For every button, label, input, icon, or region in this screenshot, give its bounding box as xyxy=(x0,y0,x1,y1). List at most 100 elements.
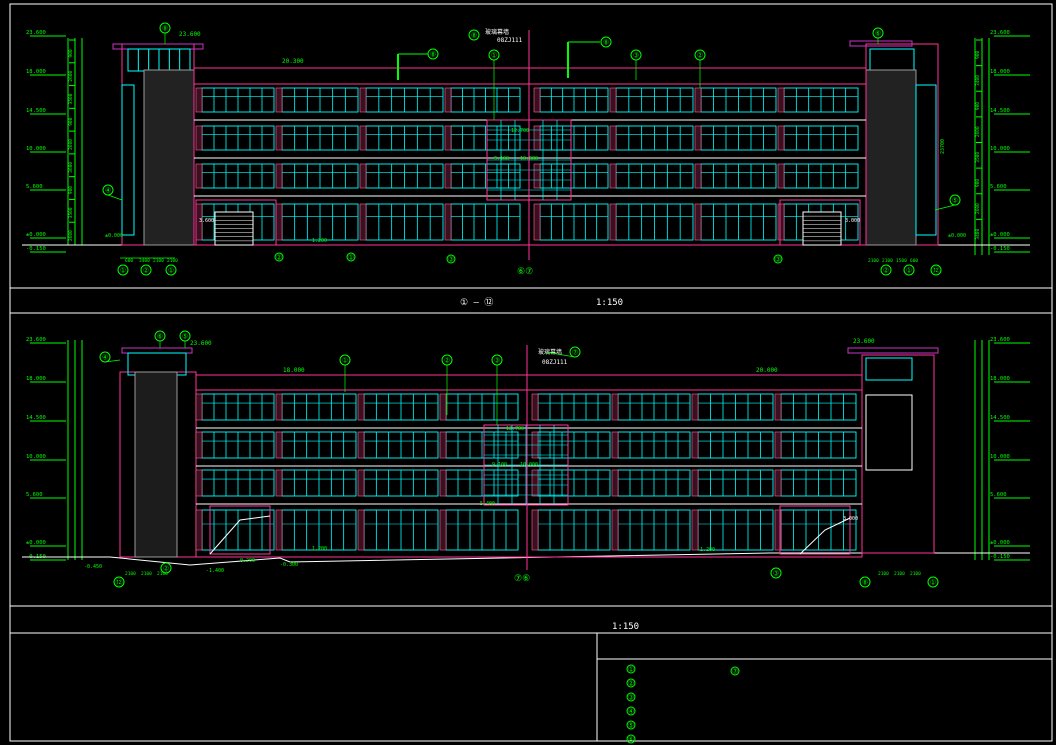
svg-text:23.600: 23.600 xyxy=(990,337,1010,343)
mid-level-2a: 12.700 xyxy=(506,426,524,432)
right-stair-tower xyxy=(849,40,939,246)
callout-bubble: ⑥ xyxy=(872,27,884,39)
right-level-column-2 xyxy=(974,340,990,560)
door-level-3: 3.000 xyxy=(845,218,860,224)
axis-bubble: ① xyxy=(903,264,915,276)
svg-text:①: ① xyxy=(120,267,126,275)
svg-text:②: ② xyxy=(883,267,889,275)
roof-level-2: 23.600 xyxy=(190,340,212,347)
parapet-left-2: 18.000 xyxy=(283,367,305,374)
axis-bubble: ⑧ xyxy=(859,576,871,588)
legend-bubble: ② xyxy=(626,678,636,688)
axis-dim: 1500 xyxy=(896,258,907,264)
elevation-1-axis-range: ① — ⑫ xyxy=(460,297,493,308)
right-level-marks-2: 23.60018.00014.50010.0005.600±0.000-0.15… xyxy=(990,337,1030,561)
curtain-label: 玻璃幕墙 xyxy=(485,28,509,36)
legend-bubble: ⑥ xyxy=(626,734,636,744)
storey-dim: 3500 xyxy=(68,93,74,104)
svg-text:⑧: ⑧ xyxy=(162,25,168,33)
svg-text:②: ② xyxy=(276,254,282,262)
svg-text:①: ① xyxy=(342,357,348,365)
storey-dim: 3500 xyxy=(68,207,74,218)
level-mark: 23.600 xyxy=(990,337,1030,344)
curtain-code-2: 08ZJ111 xyxy=(542,359,568,366)
callout-bubble: ④ xyxy=(99,351,111,363)
svg-text:④: ④ xyxy=(105,187,111,195)
callout-bubble: ⑧ xyxy=(159,22,171,34)
ground-2d: -1.400 xyxy=(206,568,224,574)
level-mark: 14.500 xyxy=(990,415,1030,422)
axis-dim: 2100 xyxy=(141,571,152,577)
svg-text:⑥: ⑥ xyxy=(628,736,634,744)
mid-level-2c: 10.000 xyxy=(520,462,538,468)
svg-text:③: ③ xyxy=(494,357,500,365)
level-mark: -0.150 xyxy=(990,246,1030,253)
svg-text:14.500: 14.500 xyxy=(990,415,1010,421)
ground-2c: -0.200 xyxy=(237,558,255,564)
level-mark: 5.600 xyxy=(990,184,1030,191)
level-mark: 5.600 xyxy=(26,184,66,191)
svg-text:14.500: 14.500 xyxy=(990,108,1010,114)
legend-bubble: ③ xyxy=(626,692,636,702)
svg-text:⑥: ⑥ xyxy=(875,30,881,38)
svg-text:5.600: 5.600 xyxy=(26,492,43,498)
roof-level-2r: 23.600 xyxy=(853,338,875,345)
curtain-wall-2 xyxy=(484,425,568,505)
axis-bubble: ③ xyxy=(773,254,783,264)
level-mark: 23.600 xyxy=(26,337,66,344)
mid-level-2d: 5.400 xyxy=(480,501,495,507)
axis-bubble: ① xyxy=(927,576,939,588)
axis-dim: 600 xyxy=(910,258,918,264)
axis-dim: 2100 xyxy=(910,571,921,577)
level-mark: 5.600 xyxy=(990,492,1030,499)
svg-text:5.600: 5.600 xyxy=(990,492,1007,498)
callout-bubble: ② xyxy=(441,354,453,366)
svg-text:①: ① xyxy=(628,666,634,674)
svg-text:③: ③ xyxy=(633,52,639,60)
axis-bubble: ② xyxy=(160,562,172,574)
level-mark: ±0.000 xyxy=(26,540,66,547)
callout-bubble: ⑧ xyxy=(600,36,612,48)
callout-bubble: ② xyxy=(694,49,706,61)
left-tower-2 xyxy=(119,347,197,558)
level-mark: 10.000 xyxy=(26,146,66,153)
mid-level-1: 12.700 xyxy=(511,128,529,134)
legend-bubble: ④ xyxy=(626,706,636,716)
mid-level-2b: 9.100 xyxy=(492,462,507,468)
level-mark: ±0.000 xyxy=(26,232,66,239)
svg-text:③: ③ xyxy=(773,570,779,578)
svg-text:④: ④ xyxy=(102,354,108,362)
level-mark: -0.150 xyxy=(990,554,1030,561)
ground-2e: 1.200 xyxy=(312,546,327,552)
storey-dim: 900 xyxy=(68,49,74,57)
svg-text:14.500: 14.500 xyxy=(26,415,46,421)
level-mark: 10.000 xyxy=(990,146,1030,153)
svg-text:10.000: 10.000 xyxy=(26,454,46,460)
window-bands xyxy=(195,87,859,241)
svg-text:18.000: 18.000 xyxy=(990,376,1010,382)
svg-text:±0.000: ±0.000 xyxy=(26,232,46,238)
svg-text:②: ② xyxy=(697,52,703,60)
legend-bubble: ⑤ xyxy=(626,720,636,730)
svg-text:10.000: 10.000 xyxy=(990,454,1010,460)
elevation-2-scale: 1:150 xyxy=(612,622,639,632)
storey-dim: 900 xyxy=(975,179,981,187)
left-stair-tower xyxy=(112,43,204,246)
axis-dim: 2100 xyxy=(868,258,879,264)
legend-bubble: ① xyxy=(626,664,636,674)
callout-bubble: ① xyxy=(339,354,351,366)
svg-text:①: ① xyxy=(930,579,936,587)
svg-text:①: ① xyxy=(491,52,497,60)
svg-text:-0.150: -0.150 xyxy=(26,246,46,252)
svg-text:③: ③ xyxy=(448,256,454,264)
axis-bubble: ② xyxy=(274,252,284,262)
storey-dim: 2600 xyxy=(68,70,74,81)
ground-2b: -0.300 xyxy=(280,562,298,568)
elevation-2: 23.600 18.000 14.500 10.000 5.600 ±0.000 -0.15… xyxy=(22,330,1030,632)
axis-bubble: ③ xyxy=(770,567,782,579)
storey-dim: 900 xyxy=(68,117,74,125)
